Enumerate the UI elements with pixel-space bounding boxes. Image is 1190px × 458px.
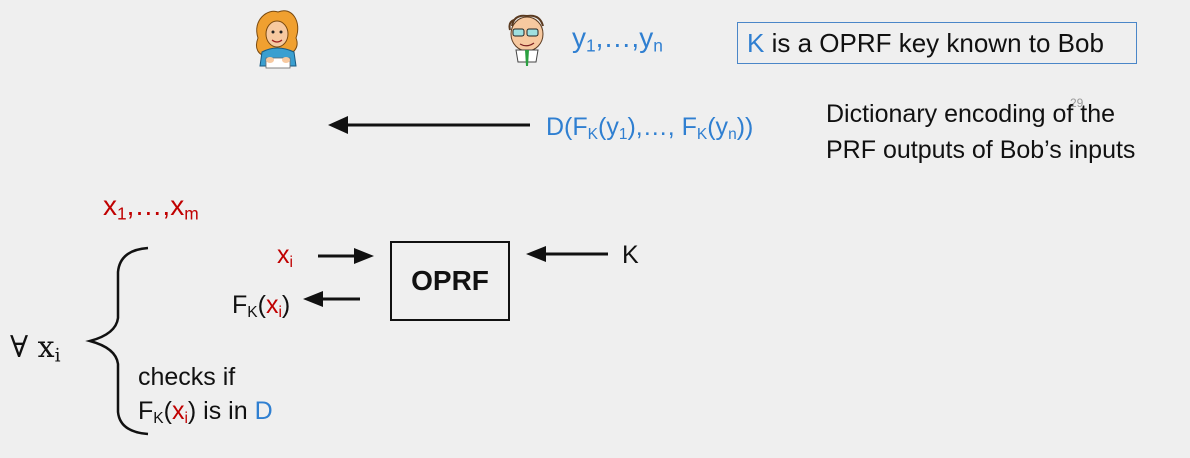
xi-var: x — [277, 241, 290, 269]
fk-k: K — [247, 303, 258, 321]
dictionary-encoding: D(FK(y1),…, FK(yn)) — [546, 112, 753, 142]
bob-inputs-var-2: y — [639, 22, 654, 53]
encoding-note-line1: Dictionary encoding of the — [826, 100, 1116, 128]
alice-inputs-sub1: 1 — [117, 203, 127, 224]
alice-inputs: x1,…,xm — [103, 190, 199, 222]
alice-inputs-sub2: m — [184, 203, 199, 224]
enc-d: D(F — [546, 113, 588, 141]
key-note-text: is a OPRF key known to Bob — [764, 28, 1104, 58]
check-d: D — [254, 397, 273, 425]
forall-symbol: ∀ x — [10, 330, 55, 365]
enc-s2: n — [728, 125, 737, 143]
enc-k2: K — [696, 125, 708, 143]
k-arrowhead — [526, 246, 546, 262]
enc-mid: ),…, F — [627, 113, 697, 141]
key-note-k: K — [747, 28, 765, 58]
fk-open: ( — [257, 291, 266, 319]
curly-brace — [85, 246, 149, 436]
bob-inputs-var: y — [572, 22, 586, 53]
check-open: ( — [163, 397, 172, 425]
bob-inputs: y1,…,yn — [572, 22, 663, 54]
bob-inputs-mid: ,…, — [595, 22, 640, 53]
enc-open1: (y — [598, 113, 619, 141]
xi-sub: i — [289, 253, 293, 271]
encoding-note: Dictionary encoding of the PRF outputs o… — [826, 96, 1135, 168]
check-close: ) — [187, 397, 197, 425]
enc-k1: K — [587, 125, 598, 143]
enc-open2: (y — [707, 113, 729, 141]
check-line1: checks if — [138, 363, 236, 391]
xi-label: xi — [277, 240, 293, 270]
fk-x: x — [265, 291, 279, 319]
bob-inputs-sub2: n — [653, 35, 663, 56]
fk-xi-label: FK(xi) — [232, 290, 290, 320]
fk-f: F — [232, 291, 248, 319]
alice-inputs-mid: ,…, — [126, 190, 171, 221]
k-label: K — [622, 241, 639, 269]
check-k: K — [153, 409, 164, 427]
fk-arrowhead — [303, 291, 323, 307]
enc-s1: 1 — [618, 125, 628, 143]
check-text: checks if FK(xi) is in D — [138, 360, 273, 428]
check-f: F — [138, 397, 154, 425]
check-sub: i — [184, 409, 188, 427]
forall-sub: i — [54, 345, 61, 367]
dictionary-arrowhead — [328, 116, 348, 134]
key-note-box: K is a OPRF key known to Bob — [737, 22, 1137, 64]
fk-sub: i — [278, 303, 282, 321]
xi-arrowhead — [354, 248, 374, 264]
alice-inputs-var-2: x — [170, 190, 185, 221]
forall-xi: ∀ xi — [10, 330, 61, 365]
slide-number: 29 — [1070, 96, 1084, 110]
alice-inputs-var: x — [103, 190, 117, 221]
fk-close: ) — [281, 291, 291, 319]
bob-inputs-sub1: 1 — [586, 35, 596, 56]
check-line2: FK(xi) is in D — [138, 394, 273, 428]
oprf-box: OPRF — [390, 241, 510, 321]
enc-close: )) — [736, 113, 754, 141]
check-is-in: is in — [196, 397, 255, 425]
encoding-note-line2: PRF outputs of Bob’s inputs — [826, 136, 1136, 164]
check-x: x — [171, 397, 185, 425]
